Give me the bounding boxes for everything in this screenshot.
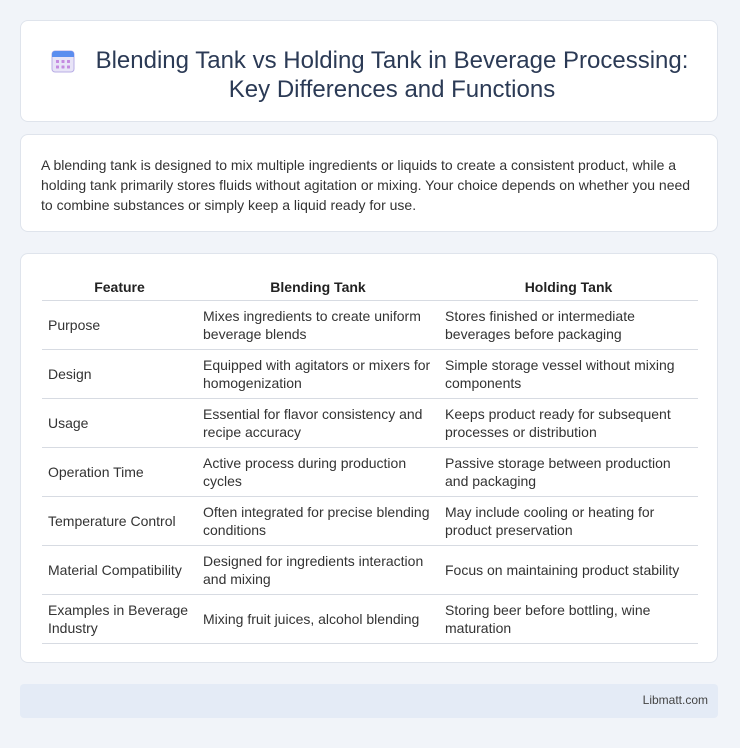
blending-cell: Often integrated for precise blending co… <box>197 496 439 546</box>
feature-cell: Material Compatibility <box>42 545 197 595</box>
comparison-table: Feature Blending Tank Holding Tank Purpo… <box>42 276 698 644</box>
table-row: Material Compatibility Designed for ingr… <box>42 545 698 595</box>
feature-cell: Design <box>42 349 197 399</box>
table-row: Operation Time Active process during pro… <box>42 447 698 497</box>
header-feature: Feature <box>42 276 197 301</box>
table-row: Purpose Mixes ingredients to create unif… <box>42 300 698 350</box>
intro-paragraph: A blending tank is designed to mix multi… <box>41 157 691 213</box>
holding-cell: Storing beer before bottling, wine matur… <box>439 594 698 644</box>
holding-cell: Simple storage vessel without mixing com… <box>439 349 698 399</box>
feature-cell: Operation Time <box>42 447 197 497</box>
header-blending-tank: Blending Tank <box>197 276 439 301</box>
holding-cell: May include cooling or heating for produ… <box>439 496 698 546</box>
footer-brand[interactable]: Libmatt.com <box>642 693 708 707</box>
table-row: Design Equipped with agitators or mixers… <box>42 349 698 399</box>
blending-cell: Mixes ingredients to create uniform beve… <box>197 300 439 350</box>
feature-cell: Purpose <box>42 300 197 350</box>
title-line-2: Key Differences and Functions <box>228 76 556 103</box>
holding-cell: Stores finished or intermediate beverage… <box>439 300 698 350</box>
blending-cell: Active process during production cycles <box>197 447 439 497</box>
blending-cell: Essential for flavor consistency and rec… <box>197 398 439 448</box>
title-card: Blending Tank vs Holding Tank in Beverag… <box>20 20 718 122</box>
header-holding-tank: Holding Tank <box>439 276 698 301</box>
table-row: Usage Essential for flavor consistency a… <box>42 398 698 448</box>
feature-cell: Usage <box>42 398 197 448</box>
holding-cell: Keeps product ready for subsequent proce… <box>439 398 698 448</box>
table-row: Examples in Beverage Industry Mixing fru… <box>42 594 698 644</box>
table-row: Temperature Control Often integrated for… <box>42 496 698 546</box>
footer-bar: Libmatt.com <box>20 684 718 718</box>
blending-cell: Equipped with agitators or mixers for ho… <box>197 349 439 399</box>
holding-cell: Passive storage between production and p… <box>439 447 698 497</box>
blending-cell: Designed for ingredients interaction and… <box>197 545 439 595</box>
title-line-1: Blending Tank vs Holding Tank in Beverag… <box>95 47 689 74</box>
blending-cell: Mixing fruit juices, alcohol blending <box>197 594 439 644</box>
feature-cell: Examples in Beverage Industry <box>42 594 197 644</box>
intro-card: A blending tank is designed to mix multi… <box>20 134 718 232</box>
table-header-row: Feature Blending Tank Holding Tank <box>42 276 698 301</box>
feature-cell: Temperature Control <box>42 496 197 546</box>
calendar-icon <box>51 50 75 73</box>
page-title: Blending Tank vs Holding Tank in Beverag… <box>96 46 689 104</box>
comparison-card: Feature Blending Tank Holding Tank Purpo… <box>20 253 718 663</box>
holding-cell: Focus on maintaining product stability <box>439 545 698 595</box>
